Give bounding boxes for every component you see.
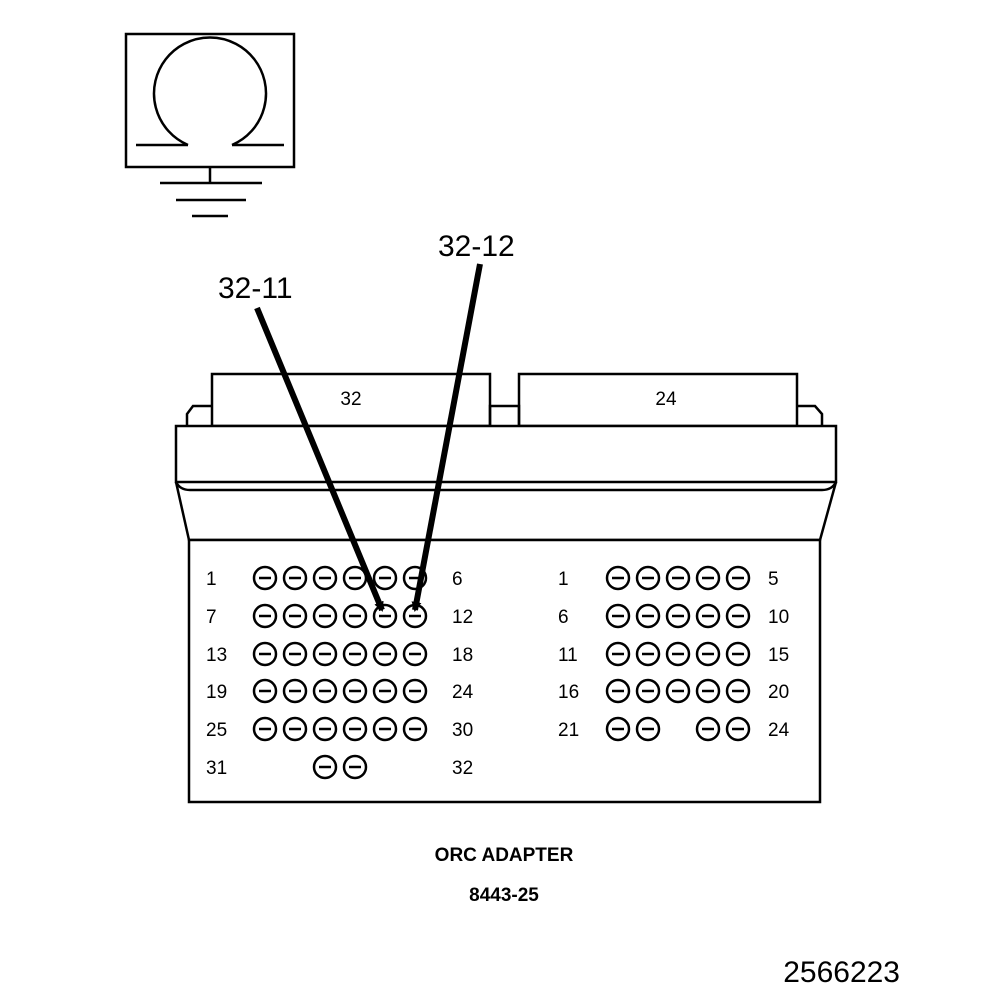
arrow-32-12	[411, 263, 483, 612]
pin-socket	[725, 565, 751, 591]
pin-row-start-label: 19	[206, 682, 227, 703]
pin-socket	[695, 565, 721, 591]
pin-socket	[312, 641, 338, 667]
pin-socket	[635, 641, 661, 667]
pin-socket	[252, 678, 278, 704]
figure-number: 2566223	[783, 956, 900, 989]
pin-socket	[282, 603, 308, 629]
pin-socket	[312, 603, 338, 629]
callout-label-32-11: 32-11	[218, 272, 293, 305]
pin-row-end-label: 24	[768, 720, 790, 741]
pin-row-end-label: 30	[452, 720, 473, 741]
pin-socket	[605, 716, 631, 742]
pin-socket	[312, 678, 338, 704]
pin-socket	[605, 603, 631, 629]
tab-label-32: 32	[340, 389, 361, 410]
adapter-housing: 32 24	[174, 372, 838, 804]
pin-row-end-label: 32	[452, 758, 473, 779]
pin-socket	[342, 678, 368, 704]
callout-label-32-12: 32-12	[438, 230, 515, 263]
pin-socket	[252, 565, 278, 591]
pin-row-end-label: 10	[768, 607, 789, 628]
pin-socket	[605, 565, 631, 591]
pin-row-end-label: 15	[768, 645, 789, 666]
pin-socket	[665, 678, 691, 704]
pin-socket	[342, 641, 368, 667]
pin-socket	[402, 716, 428, 742]
pin-socket	[372, 641, 398, 667]
pin-row-end-label: 18	[452, 645, 473, 666]
ohmmeter-box	[124, 32, 296, 169]
pin-row-end-label: 12	[452, 607, 473, 628]
pin-socket	[342, 716, 368, 742]
pin-socket	[402, 678, 428, 704]
connector-tab-24	[517, 372, 799, 428]
pin-socket	[372, 603, 398, 629]
tab-label-24: 24	[655, 389, 677, 410]
callout-arrows	[254, 263, 483, 612]
pin-socket	[605, 678, 631, 704]
pin-socket	[252, 716, 278, 742]
pin-socket	[312, 754, 338, 780]
pin-row-start-label: 1	[558, 569, 569, 590]
pin-socket	[635, 716, 661, 742]
pin-grid-32: 1 6 7 12 13 18 19 24 25 30 31 32	[206, 565, 474, 780]
pin-socket	[282, 678, 308, 704]
pin-socket	[605, 641, 631, 667]
pin-row-start-label: 16	[558, 682, 579, 703]
pin-socket	[695, 716, 721, 742]
pin-socket	[695, 678, 721, 704]
pin-socket	[635, 603, 661, 629]
pin-socket	[282, 716, 308, 742]
pin-row-end-label: 5	[768, 569, 779, 590]
pin-row-start-label: 6	[558, 607, 569, 628]
pin-socket	[252, 641, 278, 667]
pin-socket	[725, 603, 751, 629]
pin-socket	[665, 565, 691, 591]
pin-socket	[695, 641, 721, 667]
pin-socket	[282, 565, 308, 591]
pin-socket	[725, 716, 751, 742]
pin-socket	[725, 678, 751, 704]
pin-socket	[665, 641, 691, 667]
arrow-32-11	[254, 306, 385, 612]
pin-socket	[372, 565, 398, 591]
pin-socket	[282, 641, 308, 667]
pin-row-start-label: 7	[206, 607, 217, 628]
pin-socket	[372, 678, 398, 704]
adapter-part-number: 8443-25	[469, 885, 539, 906]
ohmmeter	[124, 32, 296, 218]
pin-socket	[252, 603, 278, 629]
pin-row-start-label: 1	[206, 569, 217, 590]
pin-socket	[342, 754, 368, 780]
pin-row-end-label: 24	[452, 682, 474, 703]
pin-row-end-label: 20	[768, 682, 789, 703]
pin-socket	[312, 716, 338, 742]
adapter-title: ORC ADAPTER	[435, 845, 574, 866]
pin-row-start-label: 13	[206, 645, 227, 666]
ohm-icon	[136, 36, 284, 147]
pin-row-start-label: 11	[558, 645, 578, 666]
pin-socket	[665, 603, 691, 629]
pin-row-start-label: 31	[206, 758, 227, 779]
pin-socket	[725, 641, 751, 667]
pin-socket	[312, 565, 338, 591]
ground-icon	[160, 167, 262, 218]
pin-socket	[695, 603, 721, 629]
pin-socket	[342, 603, 368, 629]
pin-socket	[402, 641, 428, 667]
pin-row-start-label: 25	[206, 720, 227, 741]
pin-socket	[635, 678, 661, 704]
pin-row-start-label: 21	[558, 720, 579, 741]
pin-socket	[635, 565, 661, 591]
pin-row-end-label: 6	[452, 569, 463, 590]
pin-socket	[372, 716, 398, 742]
